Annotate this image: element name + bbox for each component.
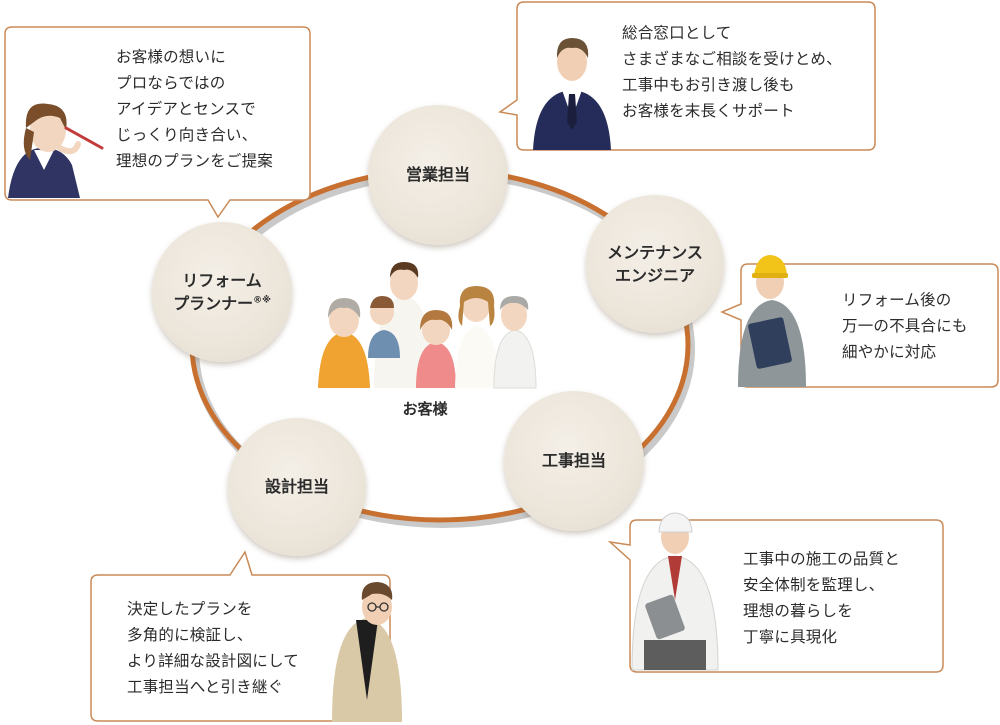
design-description: 決定したプランを 多角的に検証し、 より詳細な設計図にして 工事担当へと引き継ぐ [127,600,299,697]
center-label-customer: お客様 [402,400,448,418]
node-reform-planner-label: リフォーム プランナー [173,270,262,313]
maintenance-engineer-icon [738,255,806,387]
sales-person-icon [533,38,611,150]
node-sales: 営業担当 [368,105,508,245]
designer-person-icon [332,582,402,722]
planner-bubble-outline [4,26,311,219]
sales-description: 総合窓口として さまざまなご相談を受けとめ、 工事中もお引き渡し後も お客様を末… [622,24,842,121]
construction-manager-icon [631,512,719,671]
maintenance-description: リフォーム後の 万一の不具合にも 細やかに対応 [842,291,968,362]
family-group-icon [318,262,537,389]
registered-mark: ®※ [253,295,271,306]
node-design: 設計担当 [228,418,366,556]
construction-description: 工事中の施工の品質と 安全体制を監理し、 理想の暮らしを 丁寧に具現化 [743,550,901,647]
planner-person-icon [8,103,104,198]
node-construction: 工事担当 [504,391,644,531]
planner-description: お客様の想いに プロならではの アイデアとセンスで じっくり向き合い、 理想のプ… [116,48,274,171]
node-reform-planner: リフォーム プランナー®※ [152,222,292,362]
node-maintenance-engineer: メンテナンス エンジニア [586,195,724,333]
